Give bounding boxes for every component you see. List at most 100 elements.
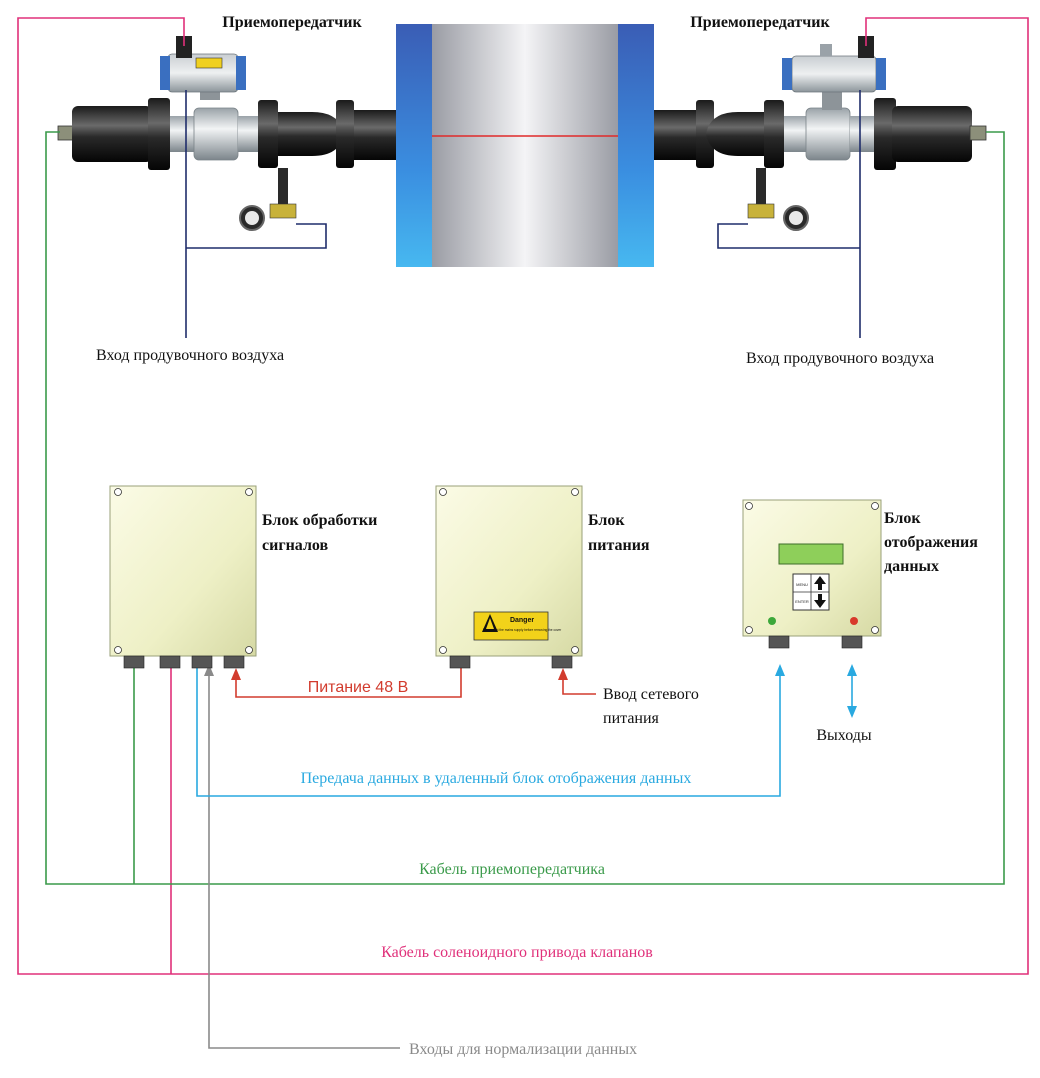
arrow-up-icon bbox=[204, 664, 214, 676]
arrow-up-icon bbox=[775, 664, 785, 676]
duct-wall-left bbox=[396, 24, 432, 267]
arrow-up-icon bbox=[231, 668, 241, 680]
flange-icon bbox=[764, 100, 784, 168]
duct-body bbox=[432, 24, 618, 267]
screw-icon bbox=[245, 646, 253, 654]
gauge-face bbox=[789, 211, 803, 225]
screw-icon bbox=[571, 488, 579, 496]
valve-indicator-icon bbox=[820, 44, 832, 56]
display-unit-label-2: отображения bbox=[884, 534, 978, 551]
duct bbox=[396, 24, 654, 267]
arrow-down-icon bbox=[814, 594, 826, 608]
pipe-section bbox=[170, 116, 196, 152]
pipe-section bbox=[238, 116, 260, 152]
cable-gland-icon bbox=[191, 655, 213, 669]
purge-pipe bbox=[278, 168, 288, 214]
power-48v-label: Питание 48 В bbox=[308, 679, 409, 696]
pipe-section bbox=[784, 116, 806, 152]
flange-icon bbox=[258, 100, 278, 168]
actuator-icon bbox=[791, 55, 877, 93]
screw-icon bbox=[571, 646, 579, 654]
screw-icon bbox=[245, 488, 253, 496]
data-transfer-label: Передача данных в удаленный блок отображ… bbox=[301, 770, 692, 787]
enter-button-label: ENTER bbox=[795, 599, 809, 604]
display-unit-label-1: Блок bbox=[884, 510, 921, 527]
normalization-line bbox=[208, 672, 400, 1049]
transceiver-cable-line bbox=[45, 131, 1005, 885]
purge-fitting-icon bbox=[747, 203, 775, 219]
purge-air-branch-right bbox=[717, 223, 860, 249]
solenoid-icon bbox=[858, 36, 874, 58]
solenoid-cable-label: Кабель соленоидного привода клапанов bbox=[381, 944, 653, 961]
enclosure bbox=[109, 485, 257, 657]
flange-icon bbox=[148, 98, 170, 170]
duct-wall-right bbox=[618, 24, 654, 267]
transceiver-right-label: Приемопередатчик bbox=[690, 14, 830, 31]
power-unit-label-1: Блок bbox=[588, 512, 625, 529]
actuator-cap bbox=[782, 58, 792, 90]
transceiver-body bbox=[892, 106, 972, 162]
power-48v-line bbox=[235, 668, 462, 698]
menu-button-label: MENU bbox=[796, 582, 808, 587]
danger-title: Danger bbox=[510, 617, 534, 624]
danger-text: Disconnect the mains supply before remov… bbox=[483, 628, 562, 632]
screw-icon bbox=[114, 488, 122, 496]
actuator-cap bbox=[876, 58, 886, 90]
connector-icon bbox=[969, 125, 987, 141]
purge-air-left-label: Вход продувочного воздуха bbox=[96, 347, 284, 364]
pipe-section bbox=[654, 110, 696, 160]
cone-icon bbox=[706, 112, 772, 156]
purge-air-lines bbox=[185, 90, 861, 338]
purge-air-branch-left bbox=[186, 223, 327, 249]
screw-icon bbox=[871, 626, 879, 634]
arrow-up-icon bbox=[558, 668, 568, 680]
normalization-inputs-label: Входы для нормализации данных bbox=[409, 1041, 637, 1058]
status-led-green-icon bbox=[768, 617, 776, 625]
cable-gland-icon bbox=[841, 635, 863, 649]
cone-icon bbox=[278, 112, 344, 156]
cable-gland-icon bbox=[449, 655, 471, 669]
screw-icon bbox=[439, 488, 447, 496]
purge-pipe bbox=[756, 168, 766, 214]
pipe-section bbox=[354, 110, 396, 160]
mains-input-label-1: Ввод сетевого bbox=[603, 686, 699, 703]
transceiver-body bbox=[72, 106, 152, 162]
transceiver-cable-label: Кабель приемопередатчика bbox=[419, 861, 605, 878]
flange-icon bbox=[874, 98, 896, 170]
cable-gland-icon bbox=[123, 655, 145, 669]
solenoid-icon bbox=[176, 36, 192, 58]
flange-icon bbox=[696, 100, 714, 168]
arrow-up-icon bbox=[814, 576, 826, 590]
cable-gland-icon bbox=[159, 655, 181, 669]
display-unit-label-3: данных bbox=[884, 558, 939, 575]
pipe-section bbox=[850, 116, 876, 152]
actuator-cap bbox=[160, 56, 170, 90]
arrow-down-icon bbox=[847, 706, 857, 718]
actuator-cap bbox=[236, 56, 246, 90]
transceiver-left-assembly bbox=[57, 36, 396, 231]
mains-input-line bbox=[562, 676, 596, 695]
signal-unit-label-2: сигналов bbox=[262, 537, 329, 554]
transceiver-left-label: Приемопередатчик bbox=[222, 14, 362, 31]
transceiver-right-assembly bbox=[654, 36, 987, 231]
screw-icon bbox=[114, 646, 122, 654]
warning-label-icon bbox=[195, 57, 223, 69]
cable-gland-icon bbox=[768, 635, 790, 649]
power-supply-unit: Danger Disconnect the mains supply befor… bbox=[435, 485, 583, 669]
mains-input-label-2: питания bbox=[603, 710, 660, 727]
screw-icon bbox=[871, 502, 879, 510]
purge-air-right-label: Вход продувочного воздуха bbox=[746, 350, 934, 367]
display-unit: MENU ENTER bbox=[742, 499, 882, 649]
screw-icon bbox=[745, 626, 753, 634]
screw-icon bbox=[745, 502, 753, 510]
connector-icon bbox=[57, 125, 75, 141]
gauge-face bbox=[245, 211, 259, 225]
signal-processing-unit bbox=[109, 485, 257, 669]
valve-body bbox=[805, 107, 851, 161]
hazard-icon-inner bbox=[486, 618, 494, 629]
enclosure bbox=[742, 499, 882, 637]
purge-fitting-icon bbox=[269, 203, 297, 219]
cable-gland-icon bbox=[223, 655, 245, 669]
solenoid-cable-line bbox=[17, 17, 1029, 975]
